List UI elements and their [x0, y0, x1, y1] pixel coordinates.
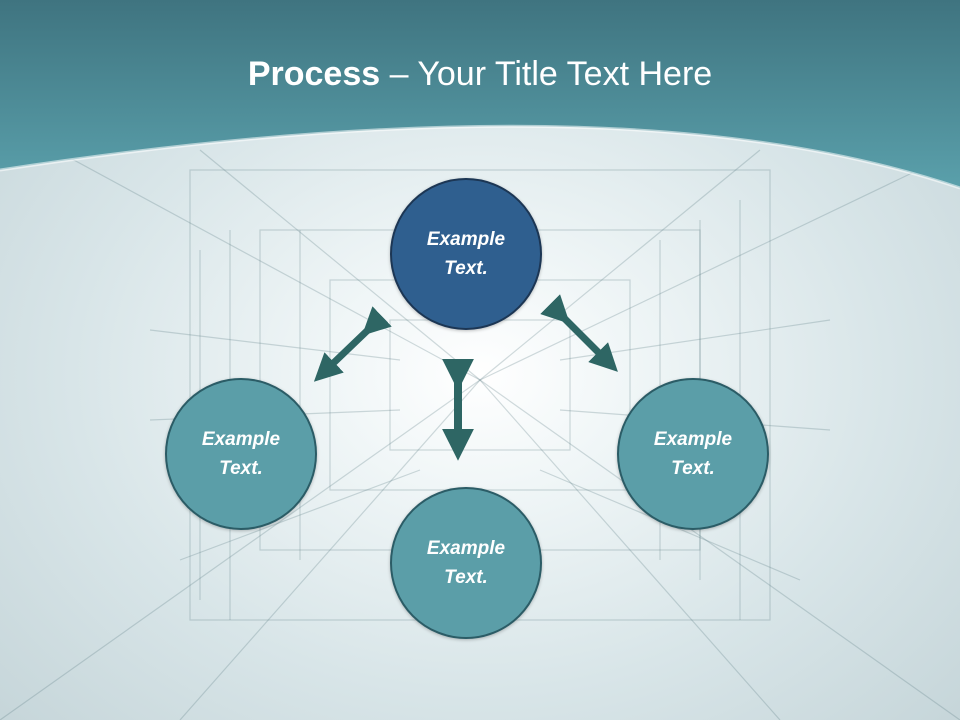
slide-title: Process – Your Title Text Here: [0, 52, 960, 96]
node-bottom: Example Text.: [390, 487, 542, 639]
node-right-label: Example Text.: [653, 429, 733, 479]
header-band: [0, 0, 960, 190]
node-left-label: Example Text.: [201, 429, 281, 479]
title-rest: – Your Title Text Here: [380, 55, 713, 93]
node-right: Example Text.: [617, 378, 769, 530]
node-top-label: Example Text.: [426, 229, 506, 279]
title-bold: Process: [247, 55, 381, 93]
arrow-top-right: [540, 294, 618, 372]
arrow-top-left: [313, 306, 392, 382]
node-left: Example Text.: [165, 378, 317, 530]
node-top: Example Text.: [390, 178, 542, 330]
node-bottom-label: Example Text.: [426, 538, 506, 588]
